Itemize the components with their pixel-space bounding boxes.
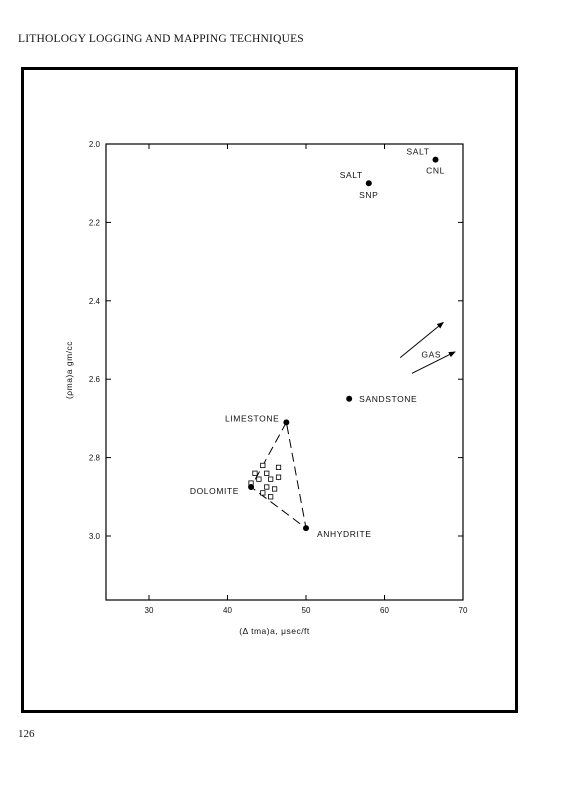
mineral-point bbox=[432, 156, 439, 163]
sample-point bbox=[271, 486, 278, 492]
y-tick-label: 2.8 bbox=[89, 454, 101, 463]
x-tick-label: 70 bbox=[459, 606, 468, 615]
sample-point bbox=[275, 464, 282, 471]
point-label: ANHYDRITE bbox=[317, 529, 372, 539]
point-label: SANDSTONE bbox=[359, 394, 417, 404]
sample-point bbox=[256, 476, 262, 482]
mineral-point bbox=[248, 484, 255, 490]
point-label: DOLOMITE bbox=[190, 486, 239, 496]
mineral-point bbox=[346, 395, 353, 402]
sample-point bbox=[252, 470, 258, 476]
point-label: LIMESTONE bbox=[225, 413, 279, 423]
x-tick-label: 60 bbox=[380, 606, 389, 615]
y-tick-label: 2.4 bbox=[89, 297, 101, 306]
sample-point bbox=[260, 490, 266, 496]
mineral-point bbox=[303, 525, 309, 532]
plot-area: 2.0 2.2 2.4 2.6 2.8 3.0 30 40 50 60 70 (Δ tma)a, μs… bbox=[64, 140, 468, 636]
gas-arrow bbox=[399, 321, 444, 359]
x-axis-title: (Δ tma)a, μsec/ft bbox=[239, 626, 310, 636]
point-label: SALT bbox=[406, 147, 429, 157]
point-label: SNP bbox=[359, 190, 378, 200]
y-axis-title: (ρma)a gm/cc bbox=[64, 341, 74, 399]
point-label: SALT bbox=[340, 170, 363, 180]
y-tick-label: 2.2 bbox=[89, 218, 101, 227]
plot-frame bbox=[105, 143, 464, 601]
y-tick-label: 2.0 bbox=[89, 140, 101, 149]
running-head: LITHOLOGY LOGGING AND MAPPING TECHNIQUES bbox=[18, 33, 304, 45]
mineral-point bbox=[365, 180, 372, 187]
gas-label: GAS bbox=[421, 350, 441, 360]
gas-arrow bbox=[411, 351, 456, 374]
sample-point bbox=[260, 462, 266, 469]
sample-point bbox=[275, 474, 282, 480]
y-tick-label: 3.0 bbox=[89, 532, 101, 541]
point-label: CNL bbox=[426, 166, 445, 176]
sample-point bbox=[268, 476, 274, 482]
mineral-point bbox=[283, 419, 290, 426]
page-number: 126 bbox=[18, 728, 35, 740]
figure-frame bbox=[21, 67, 518, 713]
x-tick-label: 40 bbox=[223, 606, 232, 615]
sample-point bbox=[264, 470, 270, 476]
sample-point bbox=[264, 484, 270, 490]
x-tick-label: 50 bbox=[302, 606, 311, 615]
y-tick-label: 2.6 bbox=[89, 375, 101, 384]
sample-point bbox=[268, 494, 274, 500]
x-tick-label: 30 bbox=[145, 606, 154, 615]
mineral-triangle bbox=[250, 420, 307, 530]
